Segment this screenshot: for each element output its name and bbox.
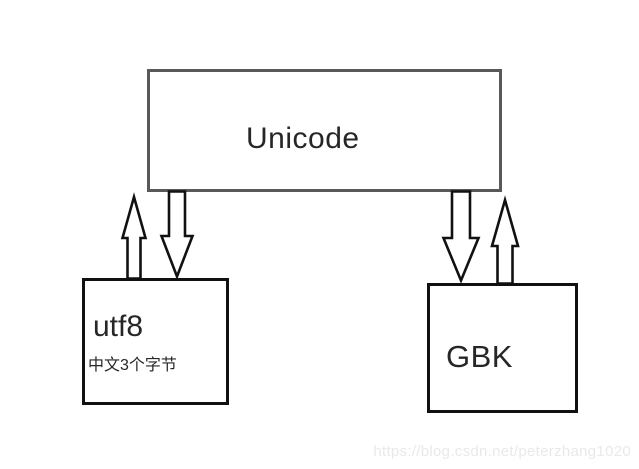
gbk-box-label: GBK <box>446 339 513 374</box>
watermark-text: https://blog.csdn.net/peterzhang1020 <box>373 443 631 460</box>
unicode-box <box>147 69 502 192</box>
utf8-box-note: 中文3个字节 <box>88 357 177 374</box>
utf8-box <box>82 278 229 405</box>
gbk-box <box>427 283 578 413</box>
down-arrow-unicode-to-gbk <box>441 190 481 284</box>
down-arrow-unicode-to-utf8 <box>159 190 195 281</box>
up-arrow-gbk-to-unicode <box>490 195 520 285</box>
utf8-box-label: utf8 <box>93 310 144 343</box>
unicode-box-label: Unicode <box>246 122 360 155</box>
up-arrow-utf8-to-unicode <box>120 192 148 280</box>
